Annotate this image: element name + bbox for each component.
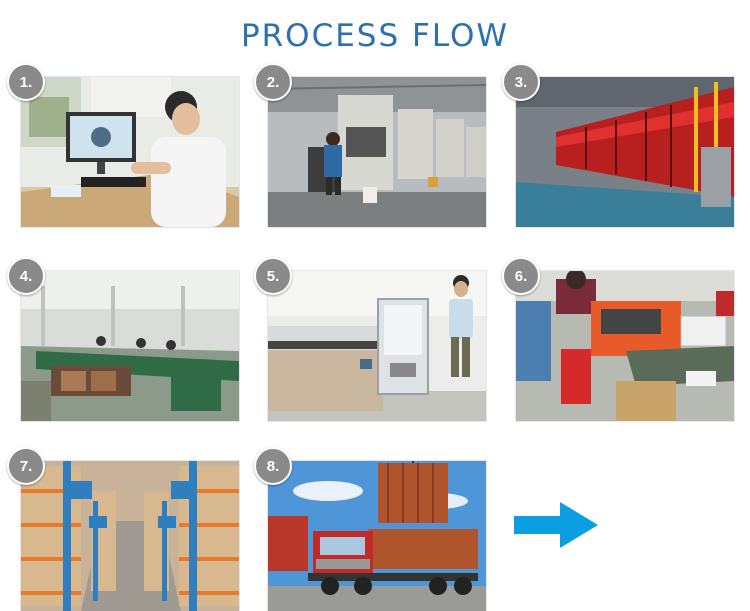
page-title: PROCESS FLOW	[240, 18, 510, 54]
step-3-badge: 3.	[502, 63, 540, 101]
step-6-photo	[516, 271, 734, 421]
step-4-badge: 4.	[7, 257, 45, 295]
step-2-photo	[268, 77, 486, 227]
step-7-photo	[21, 461, 239, 611]
assembly-line-icon	[21, 271, 239, 421]
stamping-press-icon	[268, 77, 486, 227]
step-8-photo	[268, 461, 486, 611]
arrow-right-icon	[514, 502, 598, 548]
shipping-truck-icon	[268, 461, 486, 611]
step-2-badge: 2.	[254, 63, 292, 101]
step-1-photo	[21, 77, 239, 227]
step-7-badge: 7.	[7, 447, 45, 485]
step-4-photo	[21, 271, 239, 421]
packing-station-icon	[516, 271, 734, 421]
testing-machine-icon	[268, 271, 486, 421]
step-1-badge: 1.	[7, 63, 45, 101]
step-3-photo	[516, 77, 734, 227]
step-5-photo	[268, 271, 486, 421]
office-design-icon	[21, 77, 239, 227]
step-5-badge: 5.	[254, 257, 292, 295]
plating-line-icon	[516, 77, 734, 227]
warehouse-icon	[21, 461, 239, 611]
step-8-badge: 8.	[254, 447, 292, 485]
step-6-badge: 6.	[502, 257, 540, 295]
